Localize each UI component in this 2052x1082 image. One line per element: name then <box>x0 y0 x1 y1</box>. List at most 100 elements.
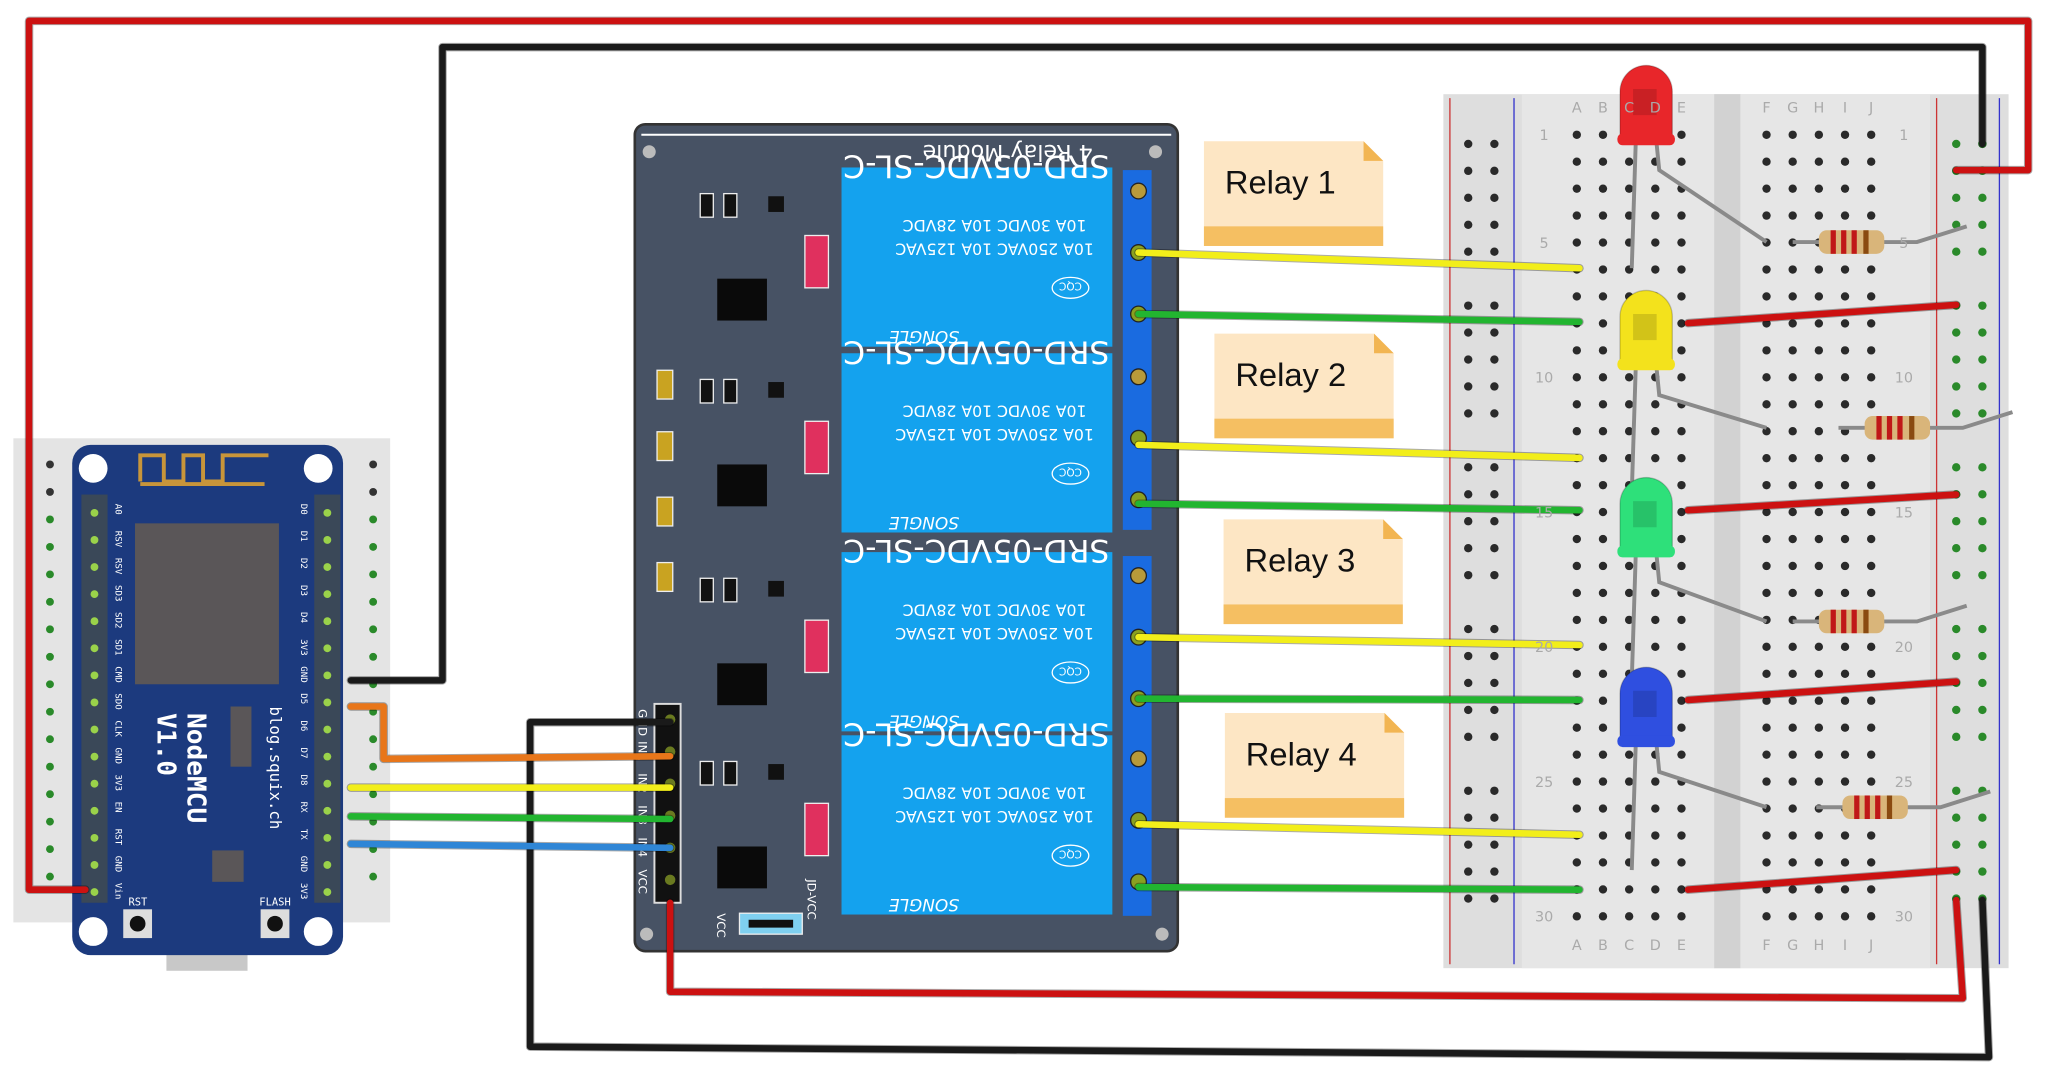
breadboard-hole <box>1651 238 1660 247</box>
breadboard-hole <box>1867 346 1876 355</box>
breadboard-hole <box>1867 750 1876 759</box>
rail-hole <box>1464 490 1473 499</box>
relay-gnd-wire[interactable] <box>526 718 1993 1061</box>
breadboard-hole <box>46 597 54 606</box>
relay3-no-wire[interactable] <box>1135 633 1583 649</box>
breadboard-hole <box>1788 427 1797 436</box>
terminal-screw <box>1130 567 1148 585</box>
column-label: E <box>1677 938 1686 954</box>
breadboard-hole <box>1762 480 1771 490</box>
rail-hole <box>1464 247 1473 256</box>
breadboard-hole <box>1598 858 1608 867</box>
breadboard-hole <box>1788 588 1797 598</box>
row-number: 25 <box>1895 775 1913 791</box>
rail-hole <box>1952 328 1961 337</box>
pin-label: D5 <box>298 693 308 704</box>
breadboard-hole <box>1677 453 1686 463</box>
breadboard-hole <box>1762 669 1771 678</box>
relay3-com-wire[interactable] <box>1135 695 1583 704</box>
rail-hole <box>1952 247 1961 256</box>
breadboard-hole <box>1840 346 1850 355</box>
breadboard-hole <box>1840 319 1850 328</box>
breadboard-hole <box>1762 346 1771 355</box>
led-blue[interactable] <box>1617 666 1675 748</box>
rail-hole <box>1952 570 1961 580</box>
in4-wire[interactable] <box>347 840 674 852</box>
led-green[interactable] <box>1617 476 1675 558</box>
breadboard-hole <box>1651 211 1660 220</box>
breadboard-hole <box>1598 534 1608 544</box>
vin-power-wire[interactable] <box>25 17 2032 893</box>
breadboard-hole <box>1598 588 1608 598</box>
column-label: I <box>1843 101 1847 117</box>
breadboard-hole <box>1624 750 1634 759</box>
rail-hole <box>1464 301 1473 310</box>
breadboard-hole <box>1624 561 1634 571</box>
gnd-wire-mcu[interactable] <box>347 43 1986 684</box>
breadboard-hole <box>1867 669 1876 678</box>
header-pin <box>90 590 99 599</box>
in1-wire[interactable] <box>347 703 674 763</box>
breadboard-hole <box>1677 804 1686 813</box>
flash-button[interactable] <box>260 909 290 939</box>
breadboard-hole <box>1598 804 1608 813</box>
rst-button[interactable] <box>123 909 153 939</box>
breadboard-hole <box>1867 696 1876 705</box>
breadboard-hole <box>1572 292 1581 301</box>
rail-hole <box>1952 382 1961 391</box>
header-pin <box>323 861 332 869</box>
relay4-com-wire[interactable] <box>1135 883 1583 893</box>
breadboard-hole <box>1867 373 1876 382</box>
rail-hole <box>1464 732 1473 742</box>
column-label: F <box>1762 101 1770 117</box>
rail-hole <box>1952 732 1961 742</box>
led-red[interactable] <box>1617 64 1675 146</box>
relay2-com-wire[interactable] <box>1135 500 1583 514</box>
header-pin <box>323 779 332 788</box>
breadboard-hole <box>1762 534 1771 544</box>
pin-label: CLK <box>112 720 122 737</box>
breadboard-hole <box>1651 184 1660 193</box>
breadboard-hole <box>1840 912 1850 921</box>
wifi-antenna <box>138 453 269 484</box>
led2-power-wire[interactable] <box>1684 491 1960 514</box>
led-yellow[interactable] <box>1617 289 1675 371</box>
breadboard-hole <box>46 515 54 524</box>
relay2-no-wire[interactable] <box>1135 441 1583 462</box>
rail-hole <box>1978 193 1987 203</box>
relay4-no-wire[interactable] <box>1135 820 1583 838</box>
breadboard-hole <box>46 790 54 799</box>
led3-power-wire[interactable] <box>1684 678 1960 704</box>
relay-1-note: Relay 1 <box>1203 141 1384 246</box>
breadboard-hole <box>1867 130 1876 139</box>
relay-vcc-wire[interactable] <box>666 896 1967 1002</box>
breadboard-hole <box>1867 184 1876 193</box>
breadboard-hole <box>1762 211 1771 220</box>
led4-power-wire[interactable] <box>1684 866 1960 893</box>
breadboard-hole <box>1814 750 1824 759</box>
row-number: 10 <box>1535 371 1553 387</box>
relay-led-indicator <box>804 619 830 674</box>
led1-power-wire[interactable] <box>1684 301 1960 327</box>
breadboard-hole <box>1762 588 1771 598</box>
header-pin <box>323 536 332 544</box>
breadboard-hole <box>46 817 54 826</box>
relay-model: SRD-05VDC-SL-C <box>843 532 1109 568</box>
relay1-no-wire[interactable] <box>1135 249 1583 272</box>
in3-wire[interactable] <box>347 813 674 823</box>
rail-hole <box>1464 705 1473 715</box>
row-number: 10 <box>1895 371 1913 387</box>
breadboard-hole <box>1788 157 1797 166</box>
terminal-screw <box>1130 368 1148 386</box>
breadboard-hole <box>1762 130 1771 139</box>
header-pin <box>323 671 332 680</box>
breadboard-hole <box>369 460 378 469</box>
rail-hole <box>1978 732 1987 742</box>
breadboard-hole <box>1598 561 1608 571</box>
relay1-com-wire[interactable] <box>1135 310 1583 326</box>
header-pin <box>323 644 332 653</box>
breadboard-hole <box>1788 642 1797 652</box>
pin-label: SD1 <box>112 639 122 656</box>
